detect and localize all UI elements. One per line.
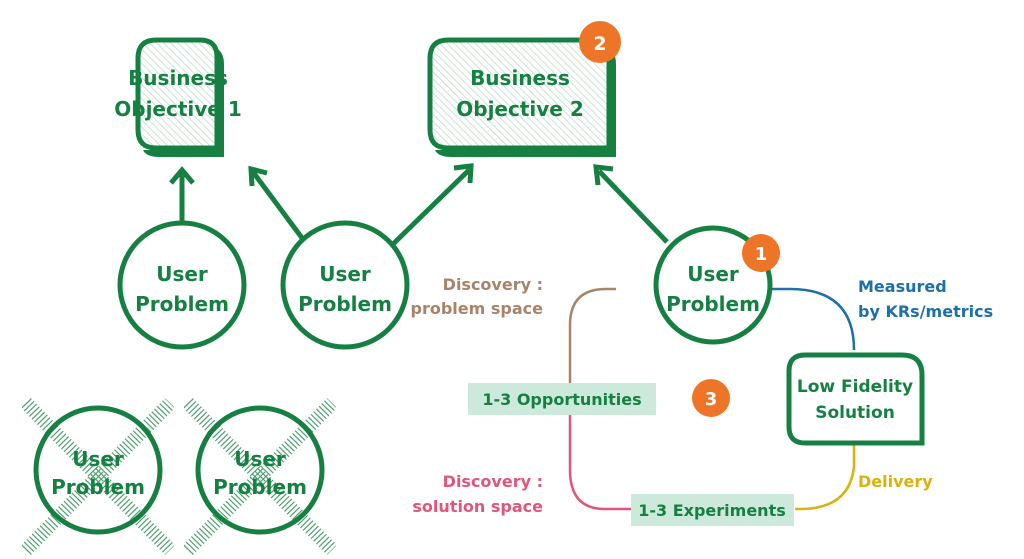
label-delivery-text: Delivery <box>858 472 933 491</box>
solution-line1: Low Fidelity <box>797 377 913 397</box>
experiments-tag-bg <box>631 494 794 526</box>
cycle-badge-circle <box>692 379 730 417</box>
user-problem-2-line1: User <box>319 262 371 286</box>
label-measured: Measured by KRs/metrics <box>858 277 993 321</box>
label-problem-space-line1: Discovery : <box>443 275 543 294</box>
user-problem-1-circle <box>117 220 247 350</box>
user-problem-3-badge <box>742 234 780 272</box>
label-solution-space-line2: solution space <box>412 497 543 516</box>
user-problem-3-line1: User <box>687 262 739 286</box>
opportunities-tag-bg <box>468 383 656 415</box>
objective-2-line1: Business <box>470 66 570 90</box>
path-problem-space <box>568 287 616 390</box>
user-problem-1[interactable]: User Problem <box>117 220 247 350</box>
cycle-badge: 3 <box>692 379 730 417</box>
discovery-cycle <box>568 287 856 511</box>
solution-line2: Solution <box>815 403 895 423</box>
label-problem-space: Discovery : problem space <box>411 275 544 318</box>
discarded-problem-2-line2: Problem <box>213 475 307 499</box>
label-problem-space-line2: problem space <box>411 299 544 318</box>
arrow-problem2-to-objective1 <box>248 165 308 244</box>
objective-1-box <box>135 37 220 151</box>
objective-2-box <box>427 37 612 151</box>
cycle-badge-number: 3 <box>705 389 718 410</box>
objective-2-line2: Objective 2 <box>456 97 584 121</box>
objective-1-line2: Objective 1 <box>114 97 242 121</box>
path-measured <box>770 287 856 351</box>
discarded-user-problem-2[interactable]: User Problem <box>184 398 336 555</box>
discarded-problem-1-line2: Problem <box>51 475 145 499</box>
experiments-tag[interactable]: 1-3 Experiments <box>631 494 794 526</box>
arrows <box>169 163 669 249</box>
user-problem-3-circle <box>653 225 773 345</box>
low-fidelity-solution[interactable]: Low Fidelity Solution <box>786 352 925 446</box>
business-objective-1[interactable]: Business Objective 1 <box>114 37 242 157</box>
opportunities-tag-label: 1-3 Opportunities <box>482 390 641 409</box>
user-problem-1-line2: Problem <box>135 292 229 316</box>
objective-2-badge <box>579 21 621 63</box>
business-objective-2[interactable]: Business Objective 2 2 <box>427 21 621 157</box>
arrow-problem2-to-objective2 <box>388 163 474 249</box>
objective-1-line1: Business <box>128 66 228 90</box>
discarded-user-problem-1[interactable]: User Problem <box>22 398 174 555</box>
label-measured-line2: by KRs/metrics <box>858 302 993 321</box>
objective-2-badge-number: 2 <box>593 33 606 55</box>
user-problem-2-line2: Problem <box>298 292 392 316</box>
label-solution-space: Discovery : solution space <box>412 472 543 516</box>
user-problem-1-line1: User <box>156 262 208 286</box>
path-solution-space <box>568 414 632 511</box>
cross-out-icon <box>22 398 174 555</box>
label-solution-space-line1: Discovery : <box>443 472 543 491</box>
user-problem-3[interactable]: User Problem 1 <box>653 225 780 345</box>
label-delivery: Delivery <box>858 472 933 491</box>
user-problem-3-badge-number: 1 <box>755 244 768 265</box>
label-measured-line1: Measured <box>858 277 947 296</box>
user-problem-2[interactable]: User Problem <box>280 220 410 350</box>
cross-out-icon <box>184 398 336 555</box>
opportunities-tag[interactable]: 1-3 Opportunities <box>468 383 656 415</box>
path-delivery <box>795 445 856 511</box>
user-problem-3-line2: Problem <box>666 292 760 316</box>
experiments-tag-label: 1-3 Experiments <box>638 501 786 520</box>
user-problem-2-circle <box>280 220 410 350</box>
arrow-problem3-to-objective2 <box>593 164 669 244</box>
solution-box <box>786 352 925 446</box>
